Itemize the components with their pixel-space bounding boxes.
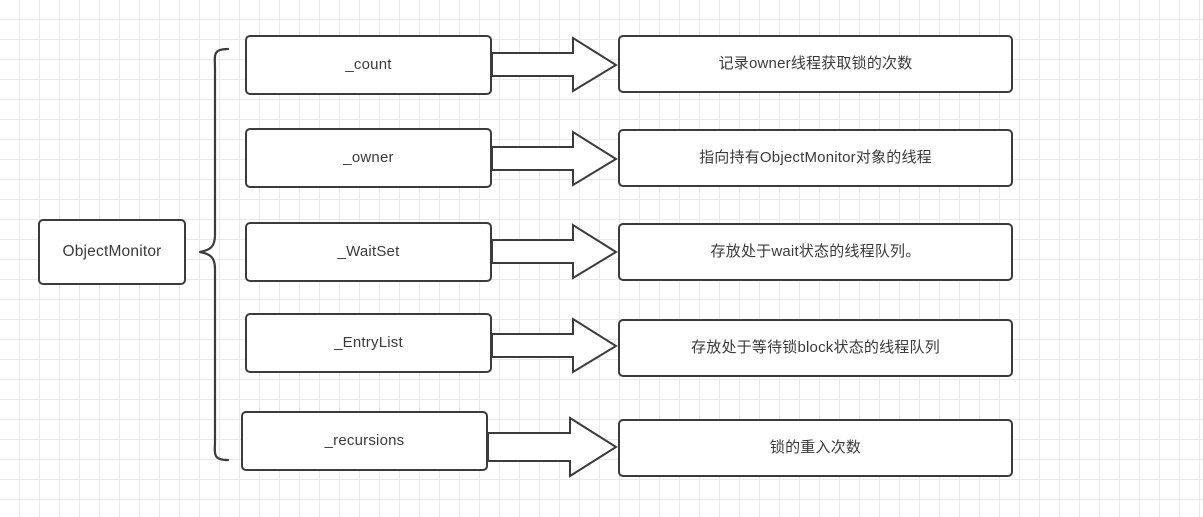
node-field-count[interactable]: _count [245,35,492,95]
arrow-count-icon [491,36,618,93]
node-field-owner-label: _owner [343,149,394,166]
node-desc-count[interactable]: 记录owner线程获取锁的次数 [618,35,1013,93]
arrow-entrylist-icon [491,317,618,374]
arrow-owner-icon [491,130,618,187]
node-desc-recursions[interactable]: 锁的重入次数 [618,419,1013,477]
node-field-recursions-label: _recursions [324,432,405,449]
node-field-owner[interactable]: _owner [245,128,492,188]
node-field-recursions[interactable]: _recursions [241,411,488,471]
node-desc-owner[interactable]: 指向持有ObjectMonitor对象的线程 [618,129,1013,187]
node-desc-entrylist[interactable]: 存放处于等待锁block状态的线程队列 [618,319,1013,377]
node-desc-recursions-label: 锁的重入次数 [769,439,862,456]
arrow-recursions-icon [487,416,618,478]
node-object-monitor[interactable]: ObjectMonitor [38,219,186,285]
node-desc-entrylist-label: 存放处于等待锁block状态的线程队列 [691,339,940,356]
node-field-waitset-label: _WaitSet [337,243,400,260]
node-field-waitset[interactable]: _WaitSet [245,222,492,282]
node-desc-waitset-label: 存放处于wait状态的线程队列。 [710,243,921,260]
node-field-count-label: _count [345,56,392,73]
node-field-entrylist[interactable]: _EntryList [245,313,492,373]
node-desc-owner-label: 指向持有ObjectMonitor对象的线程 [699,149,932,166]
node-field-entrylist-label: _EntryList [334,334,403,351]
node-object-monitor-label: ObjectMonitor [62,242,162,260]
arrow-waitset-icon [491,223,618,280]
node-desc-count-label: 记录owner线程获取锁的次数 [718,55,913,72]
node-desc-waitset[interactable]: 存放处于wait状态的线程队列。 [618,223,1013,281]
